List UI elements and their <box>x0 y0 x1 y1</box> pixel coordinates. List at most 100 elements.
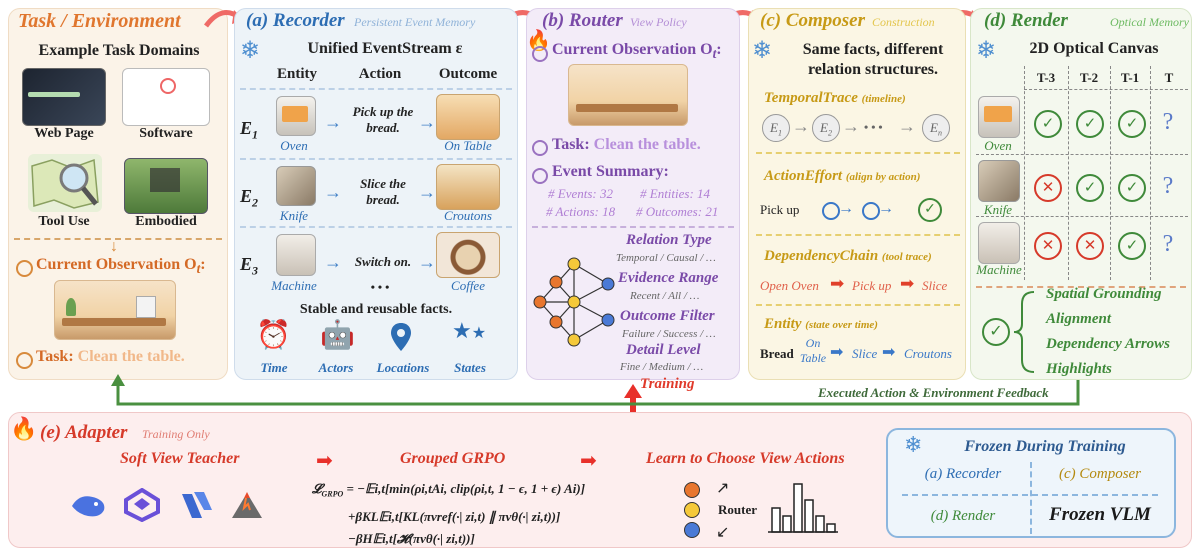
recorder-divider-2 <box>240 158 512 160</box>
web-page-thumb-bar <box>28 92 80 97</box>
location-pin-icon <box>391 323 411 351</box>
router-choice-label: Router <box>718 502 757 517</box>
composer-divider-1 <box>756 152 960 154</box>
stars-icon: ★★ <box>452 318 487 343</box>
croutons-image <box>436 164 500 210</box>
effort-arrow-2: → <box>878 200 894 217</box>
timeline-node-2: E2 <box>812 114 840 142</box>
frozen-title: Frozen During Training <box>964 438 1126 455</box>
router-task-label: Task: <box>552 136 590 153</box>
grouped-grpo: Grouped GRPO <box>400 450 506 467</box>
effort-check-icon: ✓ <box>918 198 942 222</box>
render-knife-image <box>978 160 1020 202</box>
check-cell-icon: ✓ <box>1118 110 1146 138</box>
graph-node <box>567 295 581 309</box>
col-outcome: Outcome <box>438 66 498 82</box>
row-label-machine: Machine <box>976 262 1022 277</box>
entity-knife: Knife <box>279 208 309 223</box>
adapter-arrow-2: ➡ <box>580 450 597 472</box>
option-relation-values: Temporal / Causal / … <box>616 252 716 264</box>
current-observation-text: Current Observation O <box>36 256 197 273</box>
option-detail-level: Detail Level <box>626 342 701 358</box>
kitchen-appliance <box>136 296 156 318</box>
frozen-snowflake-icon: ❄ <box>904 432 923 457</box>
icon-label-locations: Locations <box>376 360 430 375</box>
task-line: Task: Clean the table. <box>36 348 185 366</box>
grid-col-line <box>1024 66 1025 280</box>
domain-label-web: Web Page <box>34 126 94 141</box>
example-domains-heading: Example Task Domains <box>38 42 200 59</box>
feedback-loop-arrow <box>111 374 1080 406</box>
col-entity: Entity <box>276 66 317 82</box>
dep-step-pick-up: Pick up <box>852 278 892 293</box>
training-label: Training <box>640 376 695 392</box>
render-title: (d) Render <box>984 10 1068 31</box>
grid-col-line <box>1068 66 1069 280</box>
down-arrow-icon: ↓ <box>110 238 118 255</box>
question-cell-icon: ? <box>1162 231 1174 257</box>
col-action: Action <box>358 66 402 82</box>
timeline-node-n: En <box>922 114 950 142</box>
arrow-e3-a: → <box>324 252 342 272</box>
map-magnifier-icon <box>31 158 99 209</box>
coffee-machine-image <box>276 234 316 276</box>
learn-view-actions: Learn to Choose View Actions <box>646 450 845 467</box>
current-observation-label: Current Observation Ot: <box>36 256 206 277</box>
feature-alignment: Alignment <box>1046 311 1112 327</box>
timeline-node-1-sub: 1 <box>777 128 782 138</box>
choice-node-blue <box>684 522 700 538</box>
adapter-arrow-1: ➡ <box>316 450 333 472</box>
kitchen-table <box>62 318 166 326</box>
action-e1: Pick up the bread. <box>352 104 414 135</box>
equation-term-1: = −𝔼i,t[min(ρi,tAi, clip(ρi,t, 1 − ϵ, 1 … <box>346 481 586 496</box>
equation-line-1: 𝓛GRPO = −𝔼i,t[min(ρi,tAi, clip(ρi,t, 1 −… <box>312 478 585 506</box>
router-task-text: Clean the table. <box>593 136 701 153</box>
timeline-node-2-sub: 2 <box>827 128 832 138</box>
timeline-node-1-letter: E <box>770 120 778 135</box>
pick-up-label: Pick up <box>760 202 800 217</box>
arrow-e1-a: → <box>324 112 342 132</box>
composer-divider-3 <box>756 304 960 306</box>
entity-name-text: Entity <box>764 316 802 332</box>
temporal-name: TemporalTrace (timeline) <box>764 90 906 107</box>
icon-label-actors: Actors <box>318 360 354 375</box>
router-task-circle-icon <box>532 140 548 156</box>
task-circle-icon <box>16 352 33 369</box>
obs-circle-icon <box>16 260 33 277</box>
feature-spatial-grounding: Spatial Grounding <box>1046 286 1162 302</box>
robot-icon: 🤖 <box>320 320 355 351</box>
event-id-1-letter: E <box>240 118 253 138</box>
graph-node <box>601 277 615 291</box>
adapter-title: (e) Adapter <box>40 422 128 443</box>
graph-node <box>601 313 615 327</box>
timeline-arrow-2: → <box>842 116 860 136</box>
router-subtitle: View Policy <box>630 15 687 29</box>
graph-node <box>567 257 581 271</box>
check-cell-icon: ✓ <box>1076 174 1104 202</box>
policy-histogram <box>768 483 838 533</box>
event-id-1-sub: 1 <box>252 127 259 142</box>
composer-snowflake-icon: ❄ <box>752 38 773 64</box>
option-evidence-values: Recent / All / … <box>630 290 700 302</box>
grid-col-line <box>1110 66 1111 280</box>
task-panel-title: Task / Environment <box>18 10 181 32</box>
grid-row-line <box>976 216 1188 217</box>
composer-title: (c) Composer <box>760 10 866 31</box>
router-kitchen-table <box>576 104 678 112</box>
event-id-3-letter: E <box>240 254 253 274</box>
render-check-icon: ✓ <box>982 318 1010 346</box>
grid-row-line <box>1024 89 1188 90</box>
feature-brace <box>1013 291 1035 373</box>
event-id-1: E1 <box>240 118 258 143</box>
router-divider <box>532 226 734 228</box>
composer-heading: Same facts, different relation structure… <box>802 41 944 78</box>
timeline-node-1: E1 <box>762 114 790 142</box>
policy-bar <box>826 523 836 533</box>
curved-arrow-top: ↗ <box>716 480 730 497</box>
event-id-2-sub: 2 <box>252 195 259 210</box>
coffee-image <box>436 232 500 278</box>
recorder-divider-3 <box>240 226 512 228</box>
recorder-subtitle: Persistent Event Memory <box>354 15 476 29</box>
render-machine-image <box>978 222 1020 264</box>
grid-col-line <box>1150 66 1151 280</box>
